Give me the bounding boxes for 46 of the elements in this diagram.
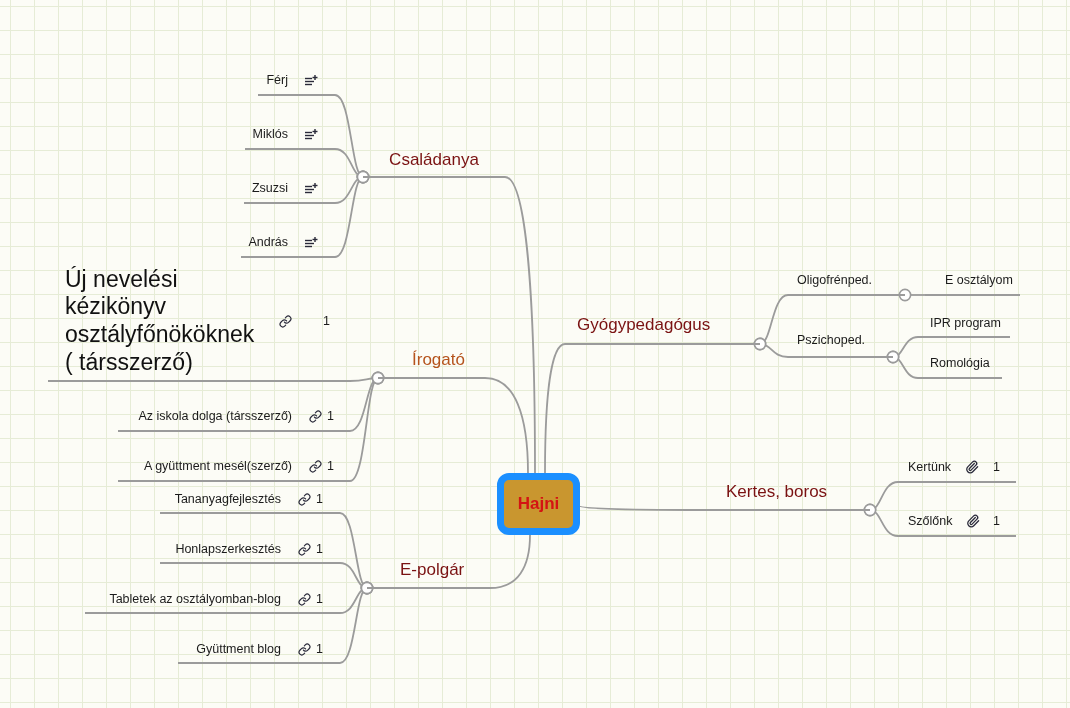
connector <box>544 343 566 474</box>
connector <box>484 377 529 474</box>
topic-label: Gyüttment blog <box>196 641 281 657</box>
topic-label: Pszichoped. <box>797 332 866 348</box>
topic-label: Írogató <box>412 349 465 371</box>
connector <box>489 534 531 589</box>
topic-label: Férj <box>266 72 288 88</box>
link-count: 1 <box>323 313 330 329</box>
connector <box>334 170 370 258</box>
connector <box>579 505 701 511</box>
link-count: 1 <box>327 458 334 474</box>
topic-label: Kertünk <box>908 459 952 475</box>
link-count: 1 <box>316 641 323 657</box>
connector <box>753 337 789 358</box>
topic-label: András <box>248 234 288 250</box>
connector <box>898 288 926 302</box>
topic-label: A gyüttment mesél(szerző) <box>144 458 292 474</box>
link-count: 1 <box>316 591 323 607</box>
topic-label: Honlapszerkesztés <box>175 541 281 557</box>
topic-label: Oligofrénped. <box>797 272 873 288</box>
topic-label: Az iskola dolga (társszerző) <box>138 408 292 424</box>
topic-label: E osztályom <box>944 272 1013 288</box>
topic-label: Zsuzsi <box>251 180 288 196</box>
connector <box>321 371 385 482</box>
connector <box>310 581 374 664</box>
topic-label: Hajni <box>517 493 560 515</box>
topic-label: Tananyagfejlesztés <box>174 491 281 507</box>
topic-label: E-polgár <box>400 559 465 581</box>
connector <box>863 503 899 537</box>
topic-label: Gyógypedagógus <box>577 314 711 336</box>
link-count: 1 <box>316 541 323 557</box>
link-count: 1 <box>327 408 334 424</box>
topic-label: Kertes, boros <box>726 481 828 503</box>
topic-label: Romológia <box>930 355 990 371</box>
topic-label: Szőlőnk <box>908 513 953 529</box>
topic-label: Családanya <box>389 149 479 171</box>
topic-label: Új nevelési kézikönyv osztályfőnököknek ( társszerző) <box>65 265 256 377</box>
topic-label: IPR program <box>930 315 1001 331</box>
topic-label: Tabletek az osztályomban-blog <box>109 591 281 607</box>
connector <box>886 350 919 379</box>
attachment-count: 1 <box>993 513 1000 529</box>
topic-label: Miklós <box>252 126 288 142</box>
central-topic <box>497 473 580 535</box>
attachment-count: 1 <box>993 459 1000 475</box>
link-count: 1 <box>316 491 323 507</box>
connector <box>504 176 536 474</box>
